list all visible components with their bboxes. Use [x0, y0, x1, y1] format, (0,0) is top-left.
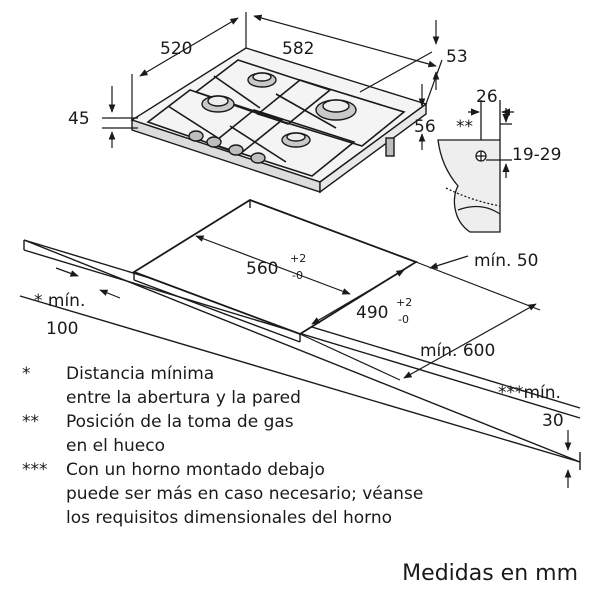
legend-line: Con un horno montado debajo [66, 460, 325, 480]
units-note: Medidas en mm [402, 561, 578, 586]
legend: * Distancia mínima entre la abertura y l… [22, 362, 442, 530]
dim-front-56: 56 [414, 117, 436, 137]
dim-gas-26: 26 [476, 87, 498, 107]
legend-mark: ** [22, 412, 39, 432]
dim-side-53: 53 [446, 47, 468, 67]
dim-cutout-width-plus: +2 [290, 252, 306, 265]
dim-min-oven-value: 30 [542, 411, 564, 431]
legend-item: * Distancia mínima entre la abertura y l… [22, 362, 442, 410]
legend-line: Posición de la toma de gas [66, 412, 294, 432]
legend-line: Distancia mínima [66, 364, 215, 384]
dim-width-582: 582 [282, 39, 314, 59]
legend-line: entre la abertura y la pared [66, 388, 301, 408]
dim-cutout-depth-plus: +2 [396, 296, 412, 309]
legend-line: puede ser más en caso necesario; véanse [66, 484, 424, 504]
hob-illustration [130, 47, 428, 194]
legend-mark: * [22, 364, 31, 384]
dimension-labels: 520 582 53 45 56 26 ** 19-29 560 +2 -0 4… [34, 39, 564, 431]
countertop-dimension-lines [55, 235, 572, 488]
dim-depth-520: 520 [160, 39, 192, 59]
dim-min-oven-label: ***mín. [498, 383, 561, 403]
dim-gas-19-29: 19-29 [512, 145, 561, 165]
dim-cutout-width-minus: -0 [292, 269, 303, 282]
dim-cutout-width: 560 [246, 259, 278, 279]
dim-height-45: 45 [68, 109, 90, 129]
legend-line: en el hueco [66, 436, 165, 456]
hob-dimension-lines [102, 12, 443, 150]
legend-line: los requisitos dimensionales del horno [66, 508, 392, 528]
dim-gas-marker: ** [456, 117, 473, 137]
dim-min-600: mín. 600 [420, 341, 495, 361]
legend-mark: *** [22, 460, 48, 480]
legend-item: ** Posición de la toma de gas en el huec… [22, 410, 442, 458]
dim-cutout-depth: 490 [356, 303, 388, 323]
dim-min-50: mín. 50 [474, 251, 539, 271]
dim-min-wall-value: 100 [46, 319, 78, 339]
gas-inlet-detail [437, 100, 514, 233]
dim-cutout-depth-minus: -0 [398, 313, 409, 326]
legend-item: *** Con un horno montado debajo puede se… [22, 458, 442, 530]
dim-min-wall-label: * mín. [34, 291, 85, 311]
